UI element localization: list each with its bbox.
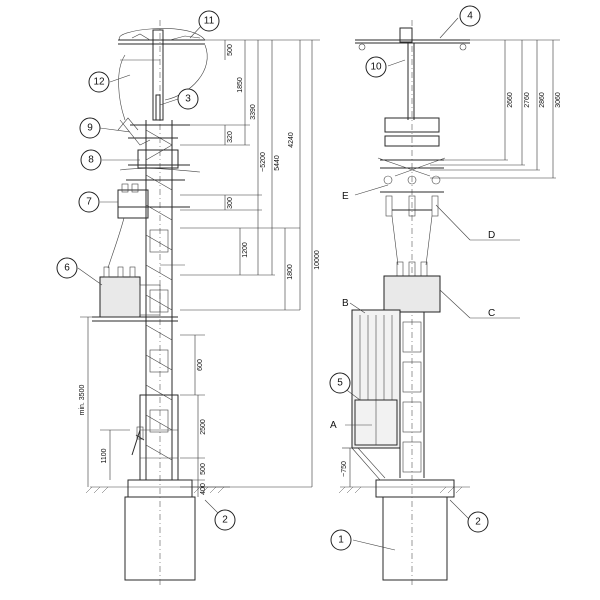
callout-7: 7	[78, 191, 100, 213]
left-transformer	[92, 266, 178, 322]
callout-10: 10	[365, 56, 387, 78]
dim-320: 320	[227, 131, 234, 143]
dim-2500: 2500	[200, 419, 207, 435]
dim-10000: 10000	[314, 250, 321, 270]
dim-300: 300	[227, 197, 234, 209]
dim-3390: 3390	[250, 104, 257, 120]
callout-12-number: 12	[93, 77, 105, 88]
dim-500-top: 500	[227, 44, 234, 56]
callout-6: 6	[56, 257, 78, 279]
callout-8: 8	[80, 149, 102, 171]
left-switch-handle	[131, 426, 145, 456]
callout-3: 3	[177, 88, 199, 110]
dim-1200: 1200	[242, 242, 249, 258]
right-letter-labels: A B C D E	[330, 191, 495, 431]
callout-2-left: 2	[214, 509, 236, 531]
left-dimensions	[80, 39, 320, 497]
callout-1: 1	[330, 529, 352, 551]
right-top-crossarm	[355, 27, 470, 120]
label-C: C	[488, 308, 495, 319]
right-dimensions	[342, 39, 560, 487]
dim-4240: 4240	[288, 132, 295, 148]
callout-6-number: 6	[64, 263, 70, 274]
callout-1-number: 1	[338, 535, 344, 546]
callout-2-left-number: 2	[222, 515, 228, 526]
dim-750: ~750	[341, 461, 348, 477]
dim-400: 400	[200, 483, 207, 495]
callout-9: 9	[79, 117, 101, 139]
dim-5200: ~5200	[260, 152, 267, 172]
left-lattice-mast	[139, 120, 179, 481]
dim-2660: 2660	[507, 92, 514, 108]
right-dimension-labels: 2660 2760 2860 3060 ~750	[341, 92, 562, 477]
left-top-pole	[118, 28, 208, 121]
callout-11-number: 11	[204, 16, 215, 27]
label-E: E	[342, 191, 349, 202]
right-front-view: 2660 2760 2860 3060 ~750 A B C D E	[330, 20, 562, 585]
callout-9-number: 9	[87, 123, 93, 134]
dim-5440: 5440	[274, 155, 281, 171]
dim-1850: 1850	[237, 77, 244, 93]
callout-2-right: 2	[467, 511, 489, 533]
callout-4: 4	[459, 5, 481, 27]
callout-12: 12	[88, 71, 110, 93]
dim-600: 600	[197, 359, 204, 371]
left-crossarms	[107, 117, 201, 269]
callout-10-number: 10	[370, 62, 382, 73]
dim-3060: 3060	[555, 92, 562, 108]
label-A: A	[330, 420, 337, 431]
right-letter-leaders	[345, 184, 520, 426]
callout-11: 11	[198, 10, 220, 32]
callout-4-number: 4	[467, 11, 473, 22]
callout-8-number: 8	[88, 155, 94, 166]
callout-3-number: 3	[185, 94, 191, 105]
dim-500-bottom: 500	[200, 463, 207, 475]
label-B: B	[342, 298, 349, 309]
left-dimension-labels: 500 1850 3390 320 ~5200 5440 4240 10000 …	[79, 44, 321, 495]
dim-1100: 1100	[101, 448, 108, 463]
callout-7-number: 7	[86, 197, 92, 208]
dim-2760: 2760	[524, 92, 531, 108]
dim-min-3500: min. 3500	[79, 385, 86, 416]
right-insulator-assembly	[377, 117, 446, 277]
callout-5-number: 5	[337, 378, 343, 389]
right-switchgear-cabinet	[351, 309, 401, 481]
left-side-view: 500 1850 3390 320 ~5200 5440 4240 10000 …	[79, 20, 321, 585]
callout-5: 5	[329, 372, 351, 394]
callout-2-right-number: 2	[475, 517, 481, 528]
right-transformer	[383, 275, 441, 478]
label-D: D	[488, 230, 495, 241]
dim-1800: 1800	[287, 264, 294, 280]
dim-2860: 2860	[539, 92, 546, 108]
